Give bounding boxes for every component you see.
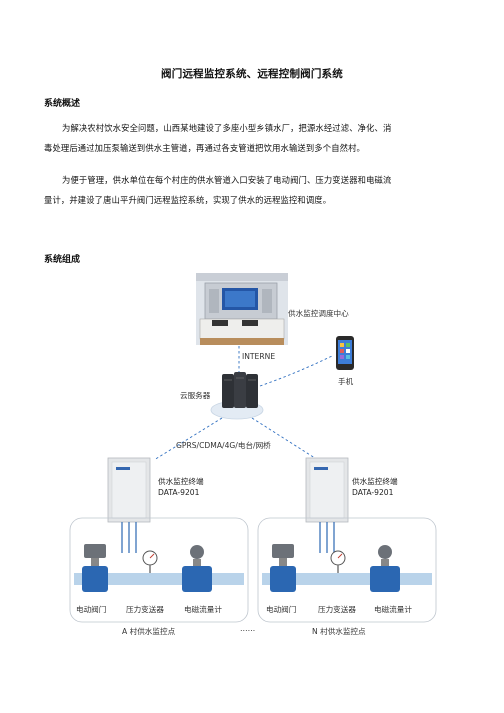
terminal-cabinet-a xyxy=(107,457,151,553)
communication-links xyxy=(153,346,333,461)
cloud-server-icon xyxy=(210,372,264,420)
paragraph-line: 为解决农村饮水安全问题，山西某地建设了多座小型乡镇水厂，把源水经过滤、净化、消 xyxy=(62,123,392,133)
paragraph-management: 为便于管理，供水单位在每个村庄的供水管道入口安装了电动阀门、压力变送器和电磁流 … xyxy=(44,170,462,210)
section-heading-composition: 系统组成 xyxy=(44,255,81,265)
site-n-pressure-label: 压力变送器 xyxy=(318,605,356,614)
terminal-n-model: DATA-9201 xyxy=(352,488,394,497)
phone-label: 手机 xyxy=(338,377,354,386)
paragraph-line: 为便于管理，供水单位在每个村庄的供水管道入口安装了电动阀门、压力变送器和电磁流 xyxy=(62,175,392,185)
control-center-photo xyxy=(196,273,288,345)
paragraph-line: 毒处理后通过加压泵输送到供水主管道，再通过各支管道把饮用水输送到多个自然村。 xyxy=(44,143,365,153)
site-n-caption: N 村供水监控点 xyxy=(312,627,366,636)
terminal-cabinet-n xyxy=(305,457,349,553)
site-n-frame xyxy=(257,517,437,623)
site-a-valve-label: 电动阀门 xyxy=(76,605,107,614)
terminal-n-name: 供水监控终端 xyxy=(352,477,398,486)
site-a-flowmeter-label: 电磁流量计 xyxy=(184,605,222,614)
paragraph-line: 量计，并建设了唐山平升阀门远程监控系统，实现了供水的远程监控和调度。 xyxy=(44,195,332,205)
site-a-pressure-label: 压力变送器 xyxy=(126,605,164,614)
system-diagram: 供水监控调度中心 INTERNE 手机 云服务器 GPRS/CDMA/4G/电台… xyxy=(62,268,442,648)
terminal-a-name: 供水监控终端 xyxy=(158,477,204,486)
site-a-frame xyxy=(69,517,249,623)
site-a-caption: A 村供水监控点 xyxy=(122,627,176,636)
cloud-server-label: 云服务器 xyxy=(180,391,211,400)
document-title: 阀门远程监控系统、远程控制阀门系统 xyxy=(161,68,343,80)
control-center-label: 供水监控调度中心 xyxy=(288,309,349,318)
site-n-flowmeter-label: 电磁流量计 xyxy=(374,605,412,614)
section-heading-overview: 系统概述 xyxy=(44,99,81,109)
terminal-a-model: DATA-9201 xyxy=(158,488,200,497)
site-n-valve-label: 电动阀门 xyxy=(266,605,297,614)
network-label: GPRS/CDMA/4G/电台/网桥 xyxy=(176,441,271,450)
phone-icon xyxy=(336,336,354,370)
paragraph-overview: 为解决农村饮水安全问题，山西某地建设了多座小型乡镇水厂，把源水经过滤、净化、消 … xyxy=(44,118,462,158)
diagram-graphics xyxy=(69,273,437,623)
ellipsis: …… xyxy=(240,624,256,633)
internet-label: INTERNE xyxy=(242,352,276,361)
